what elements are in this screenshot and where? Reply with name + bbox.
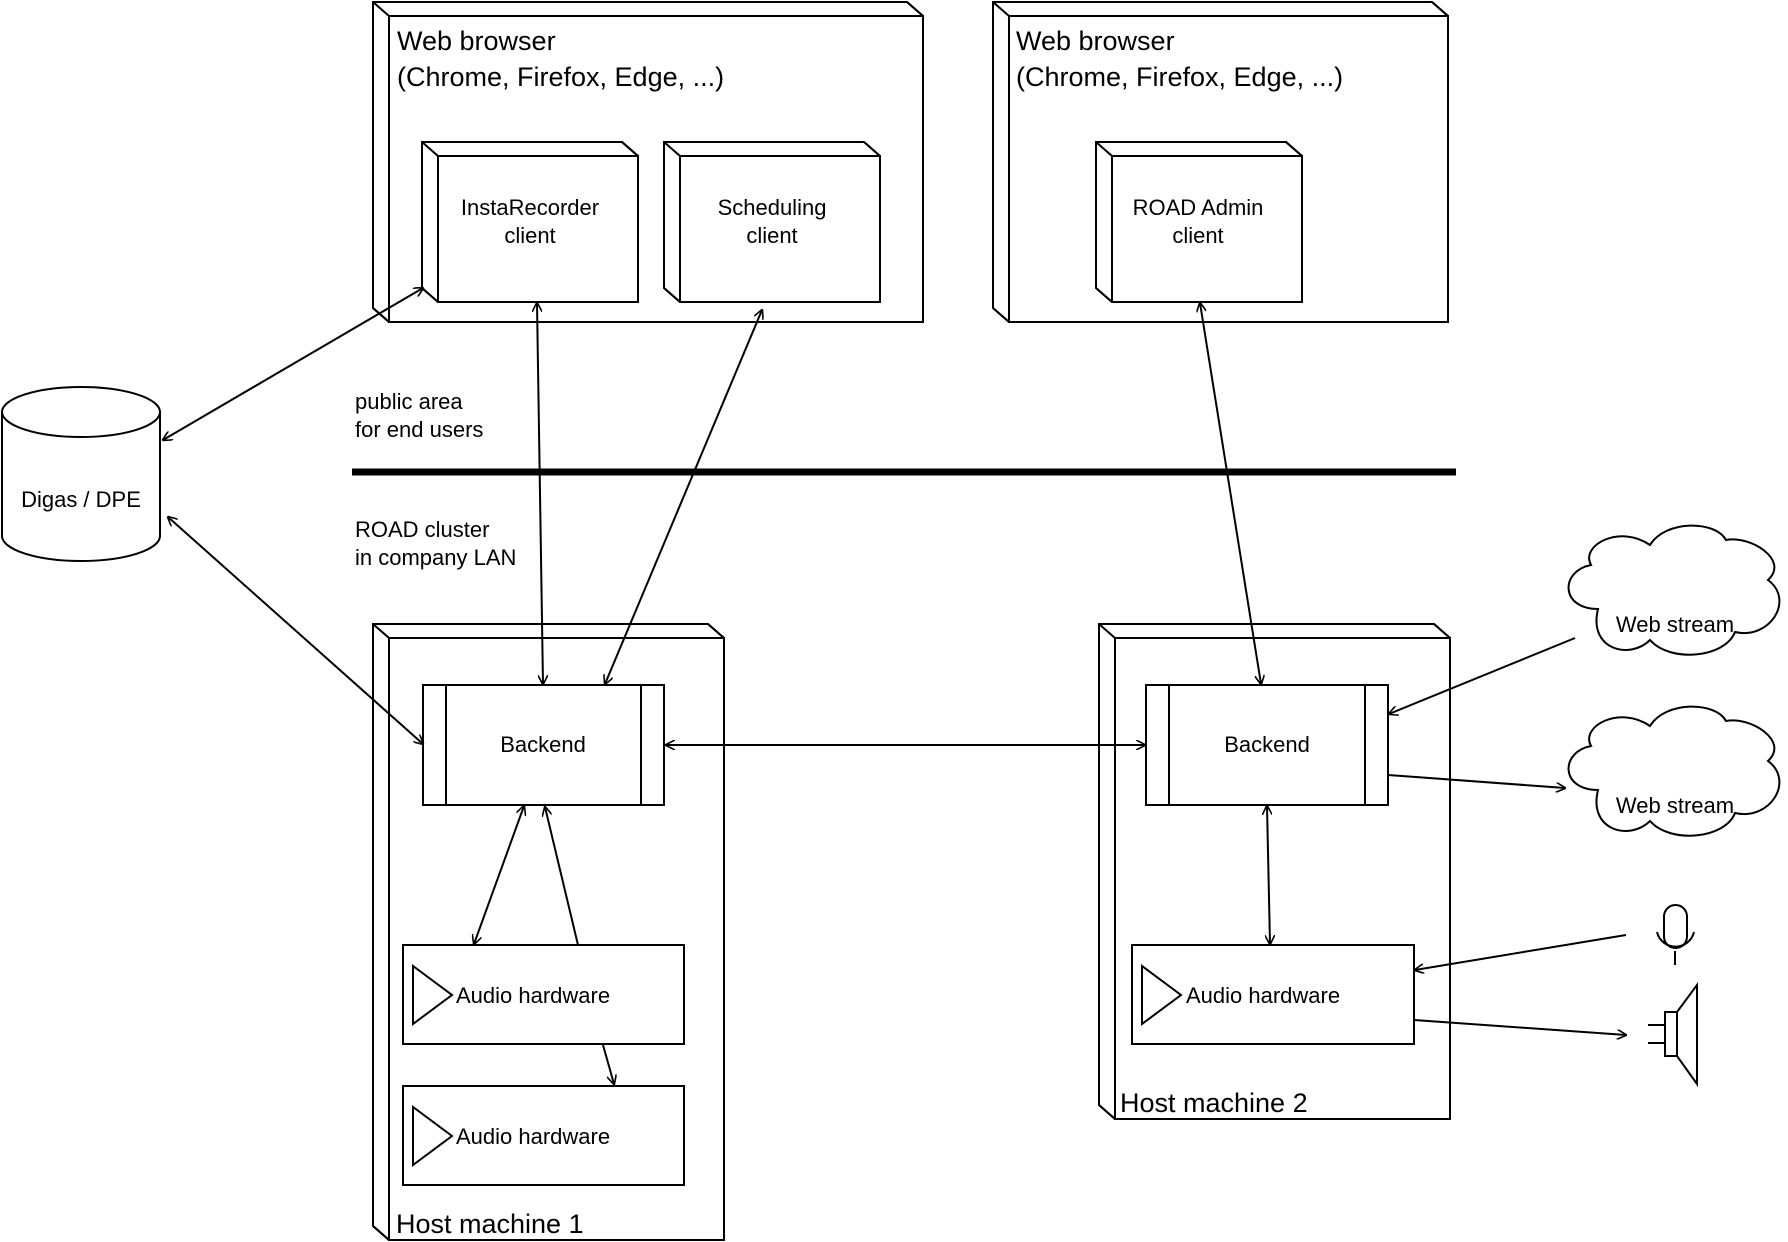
edge-scheduling-backend1 [605, 310, 762, 684]
edge-backend2-audio2 [1267, 806, 1270, 944]
web-stream-input-label: Web stream [1616, 612, 1734, 637]
edge-instarecorder-digas [163, 288, 423, 440]
backend-1-label: Backend [500, 732, 586, 757]
backend-1-component[interactable]: Backend [422, 684, 665, 806]
edge-digas-backend1 [168, 517, 423, 744]
browser-1-title-line2: (Chrome, Firefox, Edge, ...) [397, 62, 724, 92]
scheduling-client-node[interactable]: Scheduling client [663, 141, 881, 303]
audio-hardware-1b[interactable]: Audio hardware [402, 1085, 685, 1186]
edge-audio1a-audio1b [602, 1044, 614, 1084]
digas-dpe-database[interactable]: Digas / DPE [1, 386, 161, 562]
public-area-label-line2: for end users [355, 417, 483, 442]
digas-label: Digas / DPE [21, 487, 141, 512]
host-machine-1-title: Host machine 1 [396, 1209, 584, 1239]
web-stream-output-label: Web stream [1616, 793, 1734, 818]
audio-hardware-2-label: Audio hardware [1186, 983, 1340, 1008]
edge-roadadmin-backend2 [1200, 303, 1261, 684]
scheduling-label-line1: Scheduling [718, 195, 827, 220]
browser-2-title-line1: Web browser [1016, 26, 1175, 56]
road-admin-client-node[interactable]: ROAD Admin client [1095, 141, 1303, 303]
road-admin-label-line1: ROAD Admin [1133, 195, 1264, 220]
scheduling-label-line2: client [746, 223, 797, 248]
backend-2-component[interactable]: Backend [1145, 684, 1389, 806]
instarecorder-label-line1: InstaRecorder [461, 195, 599, 220]
edge-webstreamin-backend2 [1389, 637, 1576, 714]
speaker-icon[interactable] [1648, 981, 1698, 1088]
edge-instarecorder-backend1 [537, 303, 543, 684]
amplifier-icon [412, 1105, 454, 1167]
audio-hardware-1a[interactable]: Audio hardware [402, 944, 685, 1045]
cluster-label-line1: ROAD cluster [355, 517, 489, 542]
web-stream-input-cloud[interactable]: Web stream [1567, 524, 1781, 656]
edges [163, 288, 1626, 1084]
audio-hardware-1a-label: Audio hardware [456, 983, 610, 1008]
host-machine-2-title: Host machine 2 [1120, 1088, 1308, 1118]
amplifier-icon [1141, 964, 1183, 1026]
cluster-label-line2: in company LAN [355, 545, 516, 570]
edge-microphone-audio2 [1415, 934, 1627, 970]
road-admin-label-line2: client [1172, 223, 1223, 248]
edge-audio1a-backend1 [545, 807, 579, 946]
instarecorder-client-node[interactable]: InstaRecorder client [421, 141, 639, 303]
browser-1-title-line1: Web browser [397, 26, 556, 56]
edge-audio2-speaker [1413, 1019, 1626, 1035]
browser-2-title-line2: (Chrome, Firefox, Edge, ...) [1016, 62, 1343, 92]
public-area-label-line1: public area [355, 389, 463, 414]
backend-2-label: Backend [1224, 732, 1310, 757]
edge-backend2-webstreamout [1387, 774, 1565, 788]
instarecorder-label-line2: client [504, 223, 555, 248]
audio-hardware-1b-label: Audio hardware [456, 1124, 610, 1149]
amplifier-icon [412, 964, 454, 1026]
microphone-icon[interactable] [1656, 904, 1695, 965]
audio-hardware-2[interactable]: Audio hardware [1131, 944, 1415, 1045]
edge-backend1-audio1a [474, 806, 524, 944]
web-stream-output-cloud[interactable]: Web stream [1567, 705, 1781, 837]
